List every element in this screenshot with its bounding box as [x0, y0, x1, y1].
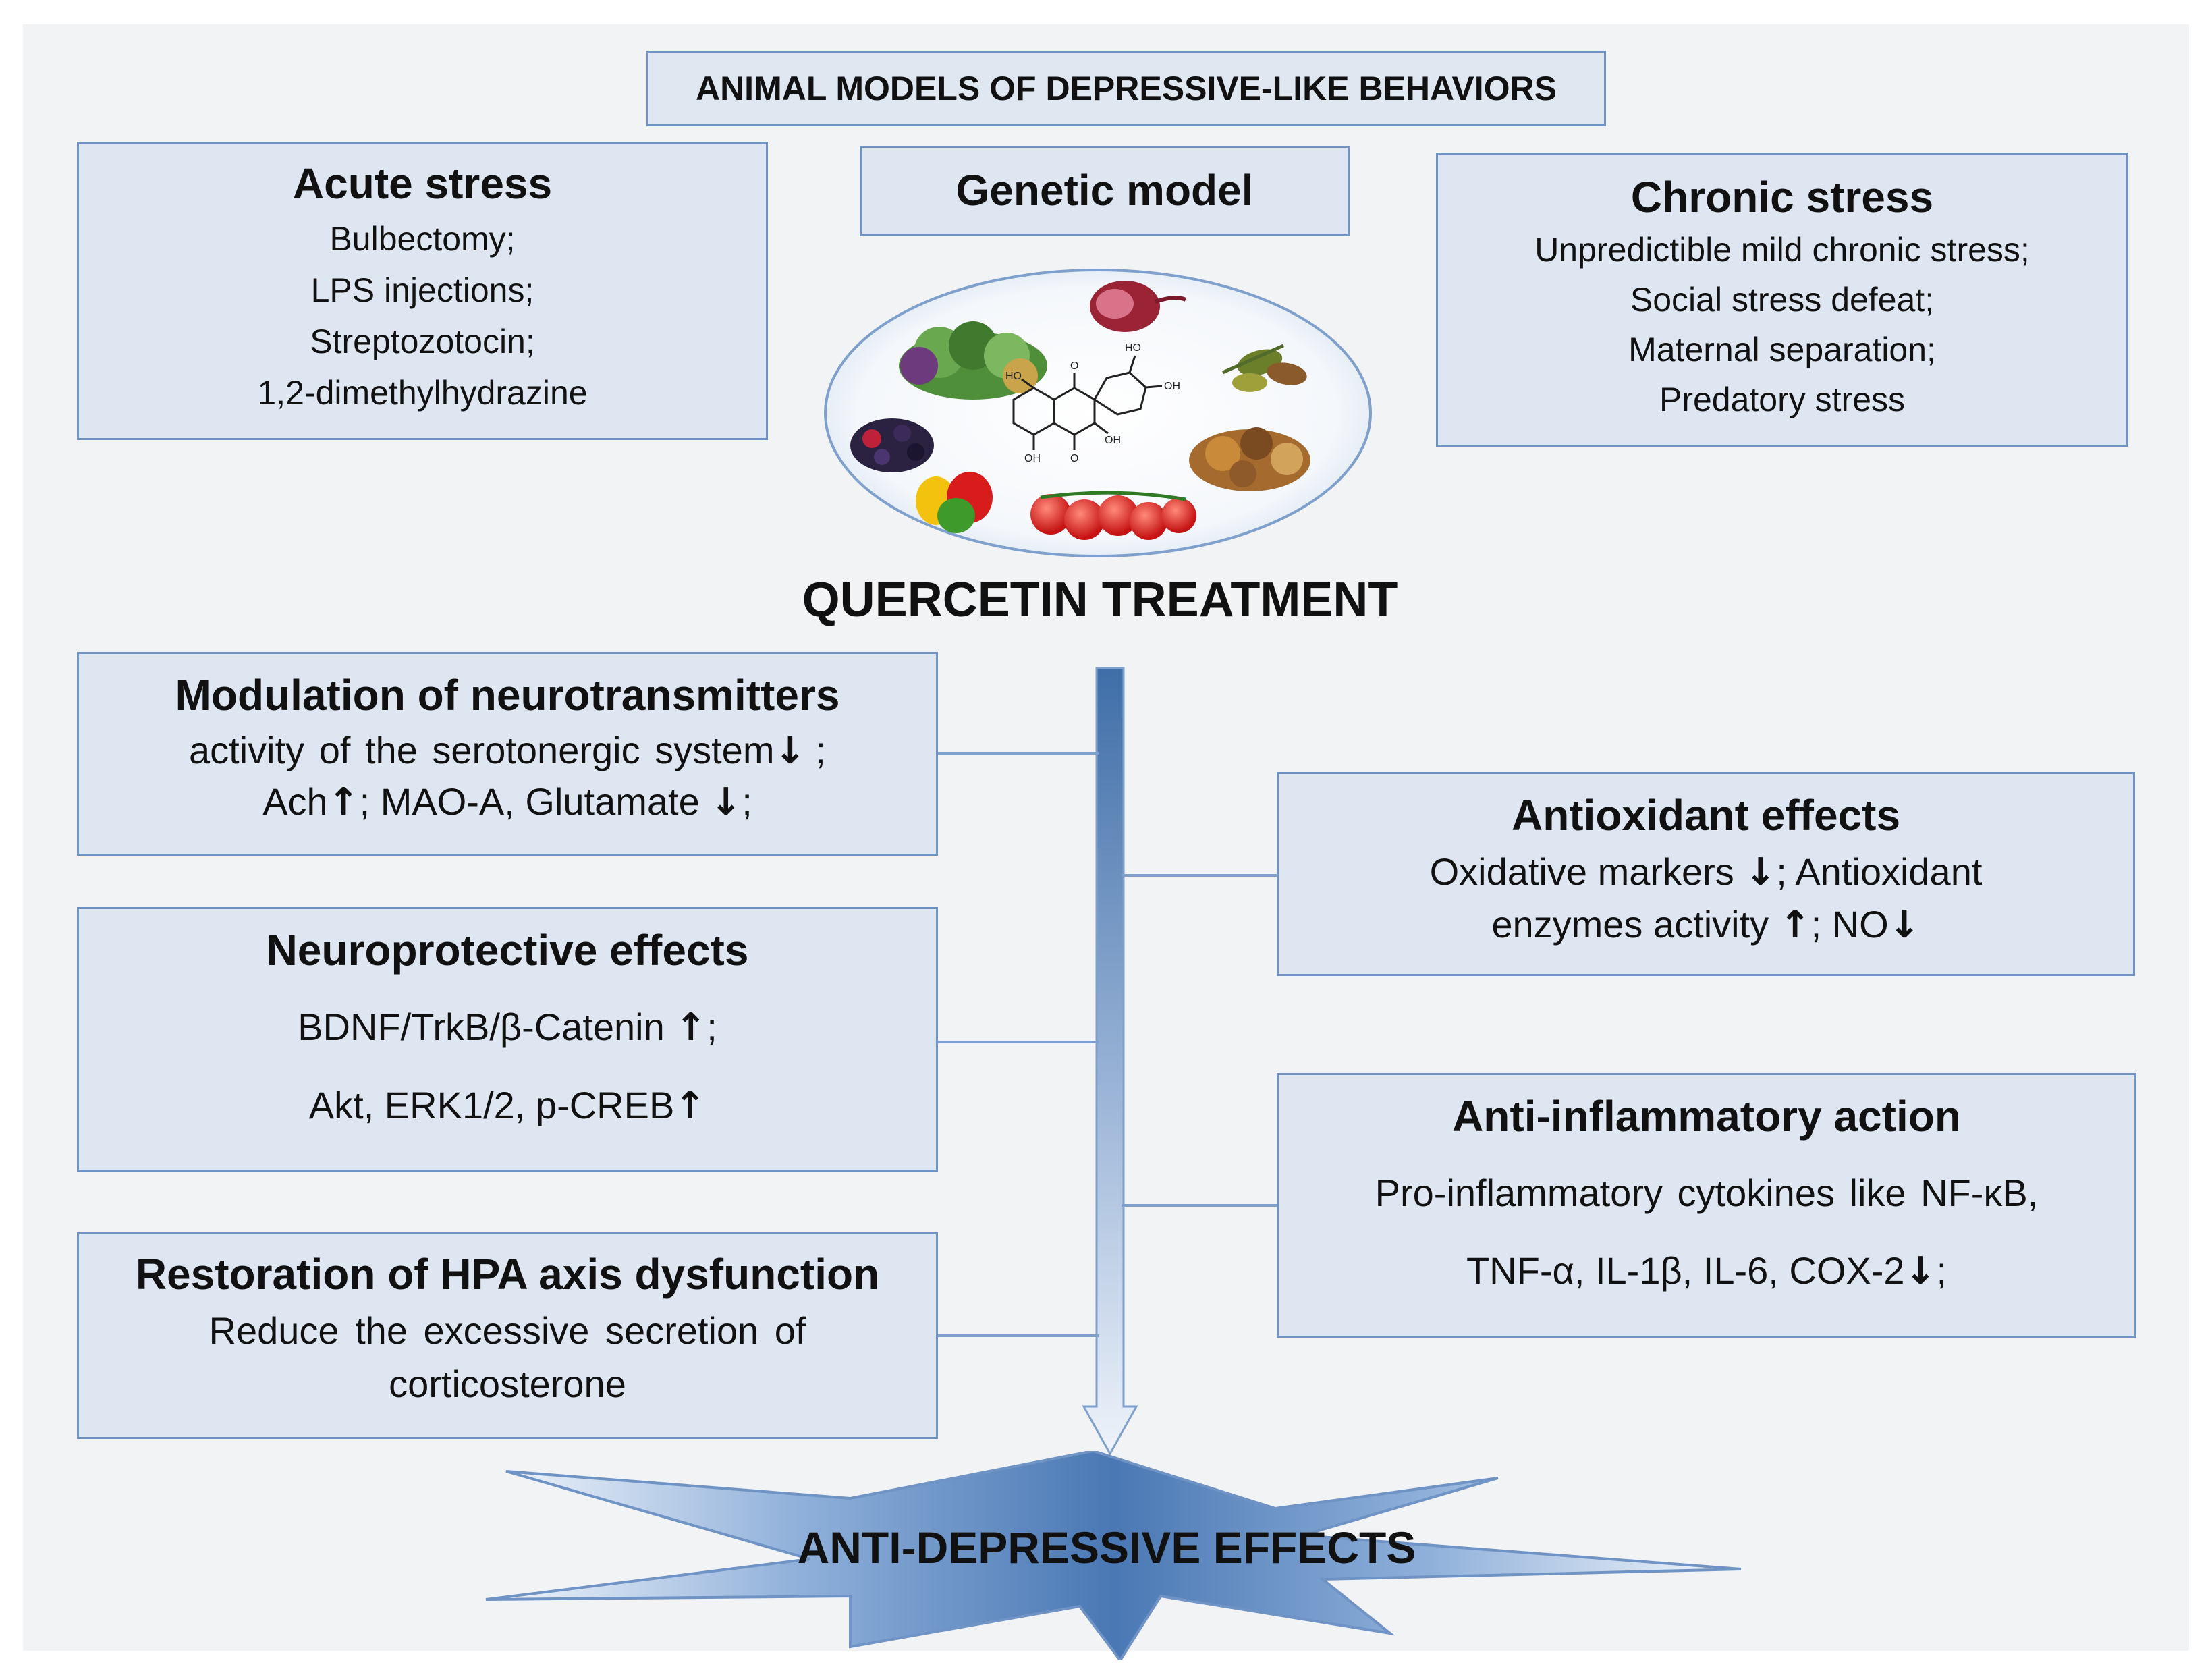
- neurotransmitters-title: Modulation of neurotransmitters: [175, 671, 840, 719]
- neurotransmitters-text: activity of the serotonergic system: [189, 729, 775, 771]
- connector-line: [1122, 874, 1278, 877]
- anti-inflammatory-title: Anti-inflammatory action: [1452, 1092, 1961, 1141]
- chronic-stress-item: Unpredictible mild chronic stress;: [1534, 231, 2030, 269]
- neurotransmitters-text: ;: [815, 729, 826, 771]
- molecule-label: OH: [1024, 453, 1041, 464]
- up-arrow-icon: ↑: [327, 780, 360, 824]
- anti-depressive-title: ANTI-DEPRESSIVE EFFECTS: [797, 1523, 1416, 1573]
- acute-stress-box: Acute stress Bulbectomy; LPS injections;…: [77, 142, 768, 440]
- connector-line: [937, 1334, 1099, 1337]
- connector-line: [937, 1041, 1099, 1043]
- genetic-model-box: Genetic model: [860, 146, 1350, 236]
- up-arrow-icon: ↑: [675, 1006, 707, 1049]
- peppers-icon: [916, 472, 993, 533]
- treatment-title: QUERCETIN TREATMENT: [802, 573, 1398, 627]
- neuroprotective-text: Akt, ERK1/2, p-CREB: [308, 1084, 675, 1126]
- acute-stress-item: LPS injections;: [310, 271, 534, 309]
- quercetin-food-ellipse: HO HO OH OH OH O O: [824, 269, 1372, 557]
- hpa-text: corticosterone: [389, 1363, 626, 1405]
- connector-line: [937, 752, 1099, 755]
- molecule-label: OH: [1105, 435, 1121, 446]
- quercetin-molecule-icon: [1012, 355, 1163, 450]
- down-arrow-icon: ↓: [774, 729, 806, 773]
- chronic-stress-item: Predatory stress: [1659, 381, 1905, 418]
- neuroprotective-text: ;: [707, 1006, 717, 1048]
- berries-icon: [850, 418, 934, 472]
- onion-icon: [1090, 281, 1187, 332]
- antioxidant-text: ; NO: [1810, 903, 1889, 946]
- neuroprotective-line: Akt, ERK1/2, p-CREB↑: [79, 1083, 936, 1128]
- down-arrow-icon: ↓: [1744, 850, 1777, 894]
- chronic-stress-item: Social stress defeat;: [1630, 281, 1935, 319]
- antioxidant-text: ; Antioxidant: [1776, 850, 1983, 893]
- down-arrow-icon: ↓: [1888, 903, 1920, 947]
- olives-icon: [1221, 344, 1307, 392]
- genetic-model-title: Genetic model: [956, 166, 1254, 215]
- neurotransmitters-text: ; MAO-A, Glutamate: [359, 780, 711, 823]
- anti-inflammatory-text: ;: [1936, 1249, 1947, 1292]
- vegetables-icon: [899, 321, 1047, 400]
- antioxidant-box: Antioxidant effects Oxidative markers ↓;…: [1277, 772, 2135, 976]
- molecule-label: HO: [1125, 342, 1141, 354]
- chronic-stress-item: Maternal separation;: [1628, 331, 1936, 368]
- down-arrow-icon: ↓: [710, 780, 742, 824]
- anti-inflammatory-text: TNF-α, IL-1β, IL-6, COX-2: [1466, 1249, 1905, 1292]
- neurotransmitters-line: Ach↑; MAO-A, Glutamate ↓;: [79, 780, 936, 824]
- antioxidant-line: Oxidative markers ↓; Antioxidant: [1279, 850, 2133, 894]
- connector-line: [1122, 1204, 1278, 1207]
- molecule-label: HO: [1005, 371, 1022, 382]
- neurotransmitters-line: activity of the serotonergic system↓;: [79, 728, 936, 773]
- molecule-label: OH: [1164, 381, 1180, 392]
- anti-inflammatory-line: TNF-α, IL-1β, IL-6, COX-2↓;: [1279, 1249, 2134, 1293]
- down-arrow-icon: ↓: [1904, 1249, 1937, 1293]
- anti-depressive-burst: [485, 1451, 1742, 1660]
- neurotransmitters-text: Ach: [262, 780, 328, 823]
- neuroprotective-line: BDNF/TrkB/β-Catenin ↑;: [79, 1005, 936, 1049]
- header-title: ANIMAL MODELS OF DEPRESSIVE-LIKE BEHAVIO…: [695, 70, 1557, 107]
- header-box: ANIMAL MODELS OF DEPRESSIVE-LIKE BEHAVIO…: [646, 51, 1606, 126]
- tomatoes-icon: [1030, 491, 1196, 540]
- central-flow-arrow: [1082, 667, 1138, 1456]
- antioxidant-title: Antioxidant effects: [1511, 791, 1901, 840]
- molecule-label: O: [1070, 360, 1078, 372]
- antioxidant-line: enzymes activity ↑; NO↓: [1279, 902, 2133, 947]
- anti-inflammatory-box: Anti-inflammatory action Pro-inflammator…: [1277, 1073, 2136, 1338]
- chronic-stress-title: Chronic stress: [1630, 173, 1934, 221]
- acute-stress-item: Bulbectomy;: [329, 220, 516, 258]
- up-arrow-icon: ↑: [1779, 903, 1811, 947]
- acute-stress-item: 1,2-dimethylhydrazine: [257, 374, 588, 412]
- antioxidant-text: Oxidative markers: [1429, 850, 1745, 893]
- antioxidant-text: enzymes activity: [1491, 903, 1779, 946]
- up-arrow-icon: ↑: [674, 1084, 707, 1128]
- hpa-title: Restoration of HPA axis dysfunction: [135, 1250, 880, 1299]
- spices-icon: [1189, 427, 1310, 491]
- acute-stress-title: Acute stress: [292, 159, 553, 208]
- anti-inflammatory-text: Pro-inflammatory cytokines like NF-κB,: [1375, 1172, 2039, 1214]
- molecule-label: O: [1070, 453, 1078, 464]
- chronic-stress-box: Chronic stress Unpredictible mild chroni…: [1436, 153, 2128, 447]
- neurotransmitters-box: Modulation of neurotransmitters activity…: [77, 652, 938, 856]
- neuroprotective-title: Neuroprotective effects: [266, 926, 749, 975]
- neurotransmitters-text: ;: [742, 780, 752, 823]
- neuroprotective-box: Neuroprotective effects BDNF/TrkB/β-Cate…: [77, 907, 938, 1172]
- neuroprotective-text: BDNF/TrkB/β-Catenin: [298, 1006, 675, 1048]
- acute-stress-item: Streptozotocin;: [310, 323, 535, 360]
- hpa-text: Reduce the excessive secretion of: [209, 1309, 806, 1352]
- hpa-box: Restoration of HPA axis dysfunction Redu…: [77, 1232, 938, 1439]
